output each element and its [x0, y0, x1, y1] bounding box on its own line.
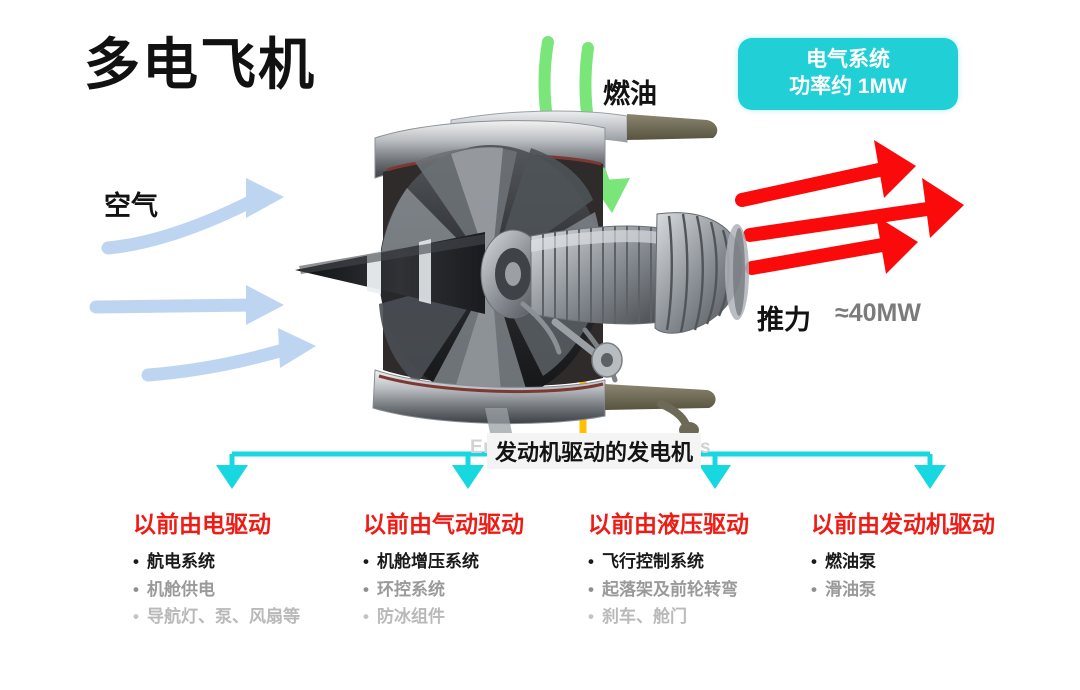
list-item-label: 环控系统: [377, 579, 445, 599]
thrust-arrow-icon-3: [745, 216, 918, 275]
list-item-label: 刹车、舱门: [602, 607, 687, 627]
electrical-system-badge: 电气系统 功率约 1MW: [738, 38, 958, 110]
column-title: 以前由电驱动: [133, 511, 271, 537]
thrust-label: 推力: [757, 305, 811, 335]
badge-line-1: 电气系统: [806, 48, 890, 72]
bullet-icon: •: [363, 607, 369, 627]
engine-spinner: [295, 232, 485, 314]
category-column-previously-electric: 以前由电驱动 • 航电系统 • 机舱供电 • 导航灯、泵、风扇等: [133, 505, 300, 631]
bullet-icon: •: [588, 579, 594, 599]
list-item-label: 起落架及前轮转弯: [602, 579, 738, 599]
list-item: • 起落架及前轮转弯: [588, 576, 749, 604]
list-item-label: 飞行控制系统: [602, 552, 704, 571]
bullet-icon: •: [811, 579, 817, 599]
list-item: • 燃油泵: [811, 548, 995, 576]
list-item-label: 机舱增压系统: [377, 552, 479, 571]
column-title: 以前由液压驱动: [588, 511, 749, 537]
engine-accessory-gearbox: [520, 301, 623, 383]
turbofan-engine-cutaway-image: [295, 110, 749, 438]
column-item-list: • 飞行控制系统 • 起落架及前轮转弯 • 刹车、舱门: [588, 548, 749, 631]
badge-line-2: 功率约 1MW: [789, 75, 907, 98]
generator-label: 发动机驱动的发电机: [487, 433, 702, 469]
list-item: • 刹车、舱门: [588, 603, 749, 631]
air-arrow-icon-2: [89, 285, 284, 325]
thrust-arrow-icon-1: [735, 140, 916, 207]
bullet-icon: •: [133, 579, 139, 599]
bullet-icon: •: [811, 552, 817, 571]
bullet-icon: •: [363, 552, 369, 571]
column-title: 以前由气动驱动: [363, 511, 524, 537]
list-item-label: 航电系统: [147, 552, 215, 571]
column-item-list: • 燃油泵 • 滑油泵: [811, 548, 995, 603]
bullet-icon: •: [133, 607, 139, 627]
thrust-arrow-icon-2: [743, 178, 964, 242]
list-item-label: 机舱供电: [147, 579, 215, 599]
list-item: • 滑油泵: [811, 576, 995, 604]
category-column-previously-pneumatic: 以前由气动驱动 • 机舱增压系统 • 环控系统 • 防冰组件: [363, 505, 524, 631]
engine-compressor: [530, 225, 660, 325]
list-item: • 防冰组件: [363, 603, 524, 631]
list-item: • 环控系统: [363, 576, 524, 604]
list-item-label: 滑油泵: [825, 579, 876, 599]
list-item: • 航电系统: [133, 548, 300, 576]
list-item-label: 防冰组件: [377, 607, 445, 627]
page-title: 多电飞机: [84, 33, 316, 96]
column-title: 以前由发动机驱动: [811, 511, 995, 537]
bullet-icon: •: [133, 552, 139, 571]
bullet-icon: •: [588, 607, 594, 627]
list-item-label: 燃油泵: [825, 552, 876, 571]
category-column-previously-hydraulic: 以前由液压驱动 • 飞行控制系统 • 起落架及前轮转弯 • 刹车、舱门: [588, 505, 749, 631]
bullet-icon: •: [588, 552, 594, 571]
bullet-icon: •: [363, 579, 369, 599]
category-column-previously-engine-driven: 以前由发动机驱动 • 燃油泵 • 滑油泵: [811, 505, 995, 603]
engine-turbine: [654, 212, 749, 334]
fuel-flow-label: 燃油: [603, 79, 657, 109]
list-item: • 机舱增压系统: [363, 548, 524, 576]
air-flow-label: 空气: [104, 191, 158, 221]
list-item: • 机舱供电: [133, 576, 300, 604]
thrust-value-label: ≈40MW: [835, 299, 921, 327]
list-item: • 导航灯、泵、风扇等: [133, 603, 300, 631]
column-item-list: • 机舱增压系统 • 环控系统 • 防冰组件: [363, 548, 524, 631]
air-arrow-icon-1: [101, 178, 284, 255]
column-item-list: • 航电系统 • 机舱供电 • 导航灯、泵、风扇等: [133, 548, 300, 631]
list-item-label: 导航灯、泵、风扇等: [147, 607, 300, 627]
air-arrow-icon-3: [141, 328, 316, 382]
list-item: • 飞行控制系统: [588, 548, 749, 576]
